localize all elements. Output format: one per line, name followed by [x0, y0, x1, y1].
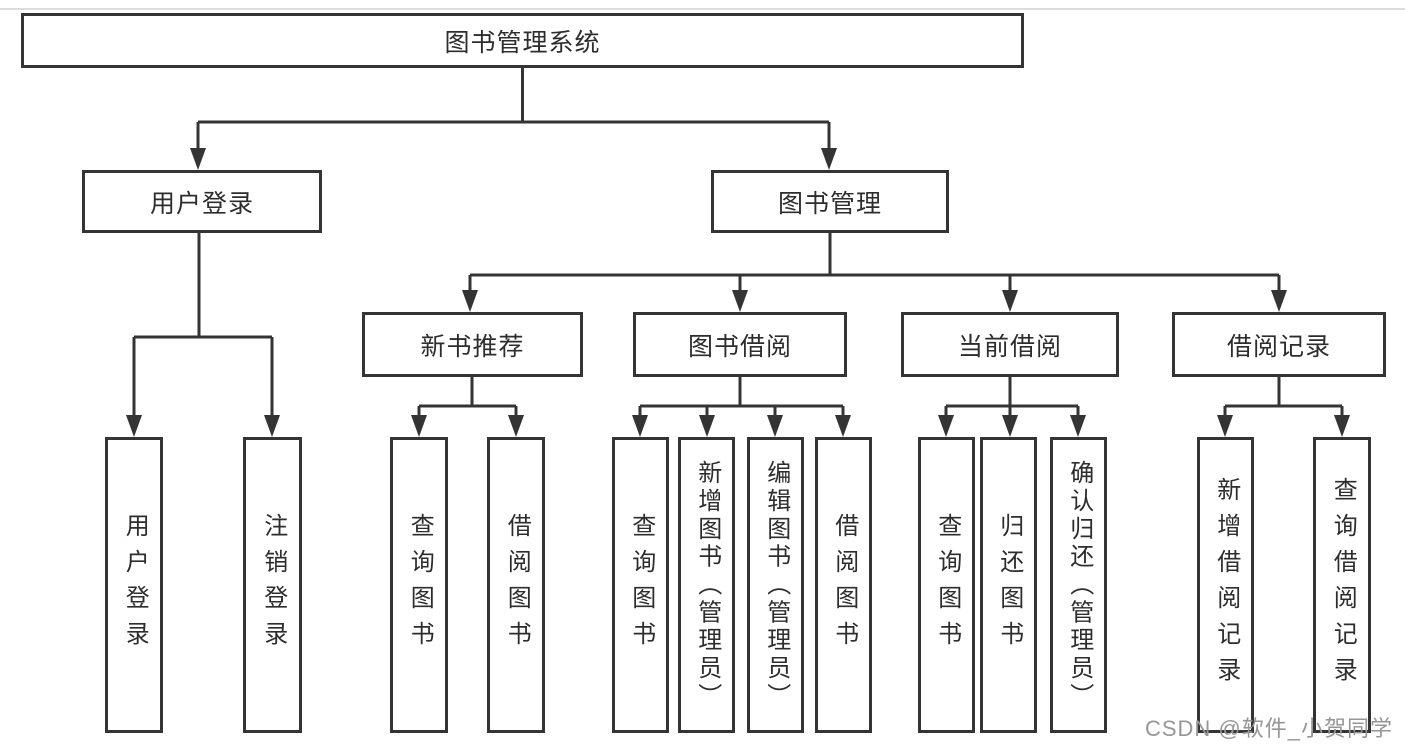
node-label: 借阅记录: [1226, 332, 1331, 361]
node-borrow-books-rec: 借阅图书: [487, 437, 545, 733]
node-label: 借阅图书: [830, 513, 858, 657]
node-user-login: 用户登录: [82, 170, 322, 233]
node-borrow-books-borrow: 借阅图书: [815, 437, 872, 733]
arrowhead-icon: [821, 148, 837, 170]
arrowhead-icon: [1334, 415, 1350, 437]
node-add-book-admin: 新增图书（管理员）: [678, 437, 735, 733]
node-label: 新增借阅记录: [1212, 477, 1240, 693]
node-label: 编辑图书（管理员）: [762, 459, 790, 711]
node-label: 归还图书: [995, 513, 1023, 657]
arrowhead-icon: [264, 415, 280, 437]
node-label: 图书管理系统: [444, 28, 601, 57]
node-label: 当前借阅: [957, 332, 1062, 361]
arrowhead-icon: [190, 148, 206, 170]
node-return-book: 归还图书: [980, 437, 1037, 733]
node-label: 确认归还（管理员）: [1065, 459, 1093, 711]
node-borrowing-records: 借阅记录: [1172, 312, 1386, 377]
arrowhead-icon: [508, 415, 524, 437]
node-logout: 注销登录: [243, 437, 302, 733]
node-edit-book-admin: 编辑图书（管理员）: [747, 437, 804, 733]
arrowhead-icon: [767, 415, 783, 437]
node-label: 查询图书: [627, 513, 655, 657]
top-divider: [0, 8, 1405, 10]
node-label: 新书推荐: [420, 332, 525, 361]
arrowhead-icon: [732, 290, 748, 312]
node-label: 查询图书: [933, 513, 961, 657]
node-label: 图书借阅: [687, 332, 792, 361]
node-book-management: 图书管理: [711, 170, 949, 233]
node-query-borrow-record: 查询借阅记录: [1313, 437, 1371, 733]
arrowhead-icon: [1070, 415, 1086, 437]
node-label: 借阅图书: [503, 513, 531, 657]
node-query-books-borrow: 查询图书: [612, 437, 669, 733]
arrowhead-icon: [126, 415, 142, 437]
arrowhead-icon: [1002, 415, 1018, 437]
node-label: 新增图书（管理员）: [693, 459, 721, 711]
arrowhead-icon: [1002, 290, 1018, 312]
node-book-borrowing: 图书借阅: [633, 312, 847, 377]
arrowhead-icon: [411, 415, 427, 437]
node-root: 图书管理系统: [21, 13, 1024, 68]
arrowhead-icon: [938, 415, 954, 437]
arrowhead-icon: [1217, 415, 1233, 437]
node-label: 用户登录: [121, 513, 149, 657]
arrowhead-icon: [835, 415, 851, 437]
arrowhead-icon: [462, 290, 478, 312]
watermark-text: CSDN @软件_小贺同学: [1144, 716, 1393, 741]
arrowhead-icon: [699, 415, 715, 437]
node-current-borrowing: 当前借阅: [901, 312, 1119, 377]
node-query-books-rec: 查询图书: [390, 437, 448, 733]
node-label: 注销登录: [259, 513, 287, 657]
node-label: 查询借阅记录: [1329, 477, 1357, 693]
node-query-books-current: 查询图书: [918, 437, 975, 733]
node-add-borrow-record: 新增借阅记录: [1197, 437, 1254, 733]
node-confirm-return-admin: 确认归还（管理员）: [1050, 437, 1107, 733]
node-new-book-recommend: 新书推荐: [362, 312, 583, 377]
arrowhead-icon: [1271, 290, 1287, 312]
arrowhead-icon: [632, 415, 648, 437]
node-label: 用户登录: [149, 189, 254, 218]
node-label: 图书管理: [777, 189, 882, 218]
node-label: 查询图书: [406, 513, 434, 657]
node-user-login-leaf: 用户登录: [105, 437, 163, 733]
